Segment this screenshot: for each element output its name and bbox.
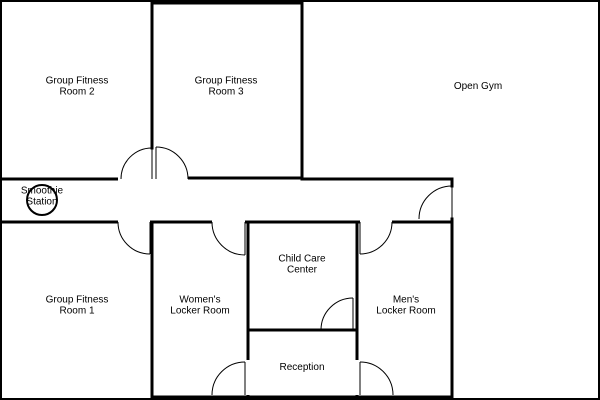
room-label-reception: Reception [279, 362, 324, 373]
smoothie-station-marker [26, 184, 58, 216]
room-label-line: Open Gym [454, 81, 502, 92]
room-label-line: Room 2 [59, 87, 94, 98]
room-label-line: Station [26, 197, 57, 208]
door-swing-arc [418, 185, 453, 220]
door-swing-arc [117, 221, 151, 255]
room-label-open-gym: Open Gym [454, 81, 502, 92]
room-label-line: Locker Room [376, 306, 435, 317]
room-label-line: Room 1 [59, 306, 94, 317]
room-label-line: Room 3 [208, 87, 243, 98]
door-swing-arc [359, 221, 393, 255]
door-swing-arc [211, 361, 246, 396]
door-openings [118, 176, 392, 395]
door-swing-arc [211, 221, 246, 256]
room-label-line: Child Care [278, 254, 326, 265]
room-label-line: Men's [393, 295, 419, 306]
room-label-line: Center [287, 265, 318, 276]
door-swing-arc [120, 147, 153, 180]
room-label-line: Group Fitness [46, 76, 109, 87]
room-label-line: Women's [179, 295, 220, 306]
room-label-line: Smoothie [21, 186, 64, 197]
door-swing-arc [359, 361, 394, 396]
door-swing-arc [155, 146, 189, 180]
room-label-line: Group Fitness [46, 295, 109, 306]
doors [117, 146, 453, 396]
door-swing-arc [320, 297, 354, 331]
room-label-line: Reception [279, 362, 324, 373]
room-label-line: Group Fitness [195, 76, 258, 87]
room-label-line: Locker Room [170, 306, 229, 317]
